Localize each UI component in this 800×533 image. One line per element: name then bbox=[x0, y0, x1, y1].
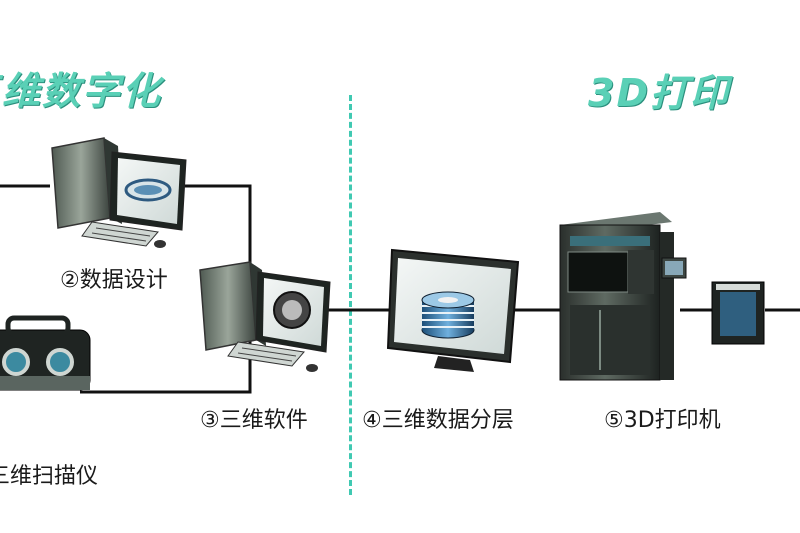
label-3d-printer: ⑤3D打印机 bbox=[604, 408, 721, 433]
monitor-icon bbox=[386, 248, 520, 372]
workstation-design-icon bbox=[51, 137, 187, 248]
layered-disc-icon bbox=[421, 291, 475, 339]
label-3d-data-slicing: ④三维数据分层 bbox=[362, 408, 514, 433]
scanner-icon bbox=[0, 315, 91, 391]
heading-3d-digitization: 三维数字化 bbox=[0, 69, 163, 113]
connector-scanner-to-software bbox=[80, 340, 252, 394]
printer-icon bbox=[559, 212, 687, 381]
label-3d-software: ③三维软件 bbox=[200, 408, 308, 433]
label-data-design: ②数据设计 bbox=[60, 268, 168, 293]
label-3d-scanner: 三维扫描仪 bbox=[0, 464, 99, 489]
part-icon bbox=[711, 281, 765, 345]
section-divider bbox=[349, 95, 352, 495]
heading-3d-printing: 3D打印 bbox=[588, 71, 730, 115]
workstation-software-icon bbox=[199, 261, 331, 372]
connector-design-right bbox=[178, 184, 252, 278]
